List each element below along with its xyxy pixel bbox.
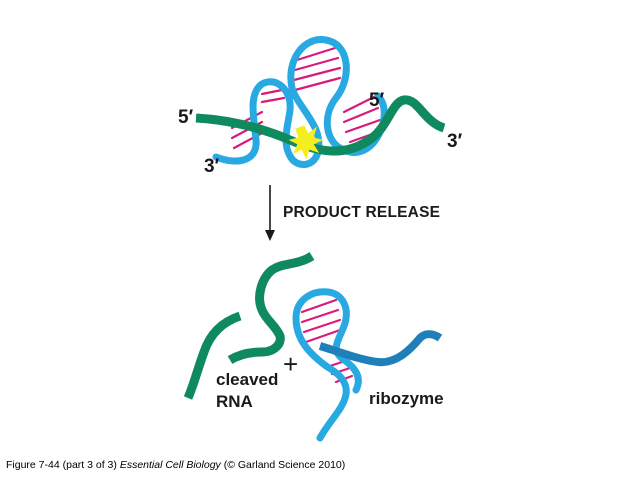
base-pairs-bottom	[300, 298, 354, 384]
figure-caption: Figure 7-44 (part 3 of 3) Essential Cell…	[6, 459, 345, 471]
cleaved-rna	[183, 252, 315, 400]
label-3prime-left: 3′	[204, 156, 220, 177]
caption-book-title: Essential Cell Biology	[119, 459, 221, 471]
label-cleaved: cleaved	[216, 370, 278, 389]
down-arrow-icon	[265, 185, 275, 241]
cleaved-rna-fragment-lower	[183, 311, 242, 400]
plus-sign: +	[283, 349, 298, 379]
caption-suffix: (© Garland Science 2010)	[223, 459, 346, 471]
ribozyme-substrate-complex: 5′ 3′ 5′ 3′	[178, 36, 463, 177]
caption-prefix: Figure 7-44 (part 3 of 3)	[6, 459, 117, 471]
label-5prime-left: 5′	[178, 107, 194, 128]
ribozyme-tail	[318, 330, 443, 367]
label-5prime-right: 5′	[369, 90, 385, 111]
free-ribozyme	[292, 288, 443, 442]
label-ribozyme: ribozyme	[369, 389, 444, 408]
step-label: PRODUCT RELEASE	[283, 204, 440, 221]
cleaved-rna-fragment-upper	[227, 252, 315, 364]
substrate-strand-top	[195, 95, 446, 156]
ribozyme-strand-bottom	[292, 288, 362, 442]
label-rna: RNA	[216, 392, 253, 411]
label-3prime-right: 3′	[447, 131, 463, 152]
starburst-icon	[288, 125, 324, 160]
